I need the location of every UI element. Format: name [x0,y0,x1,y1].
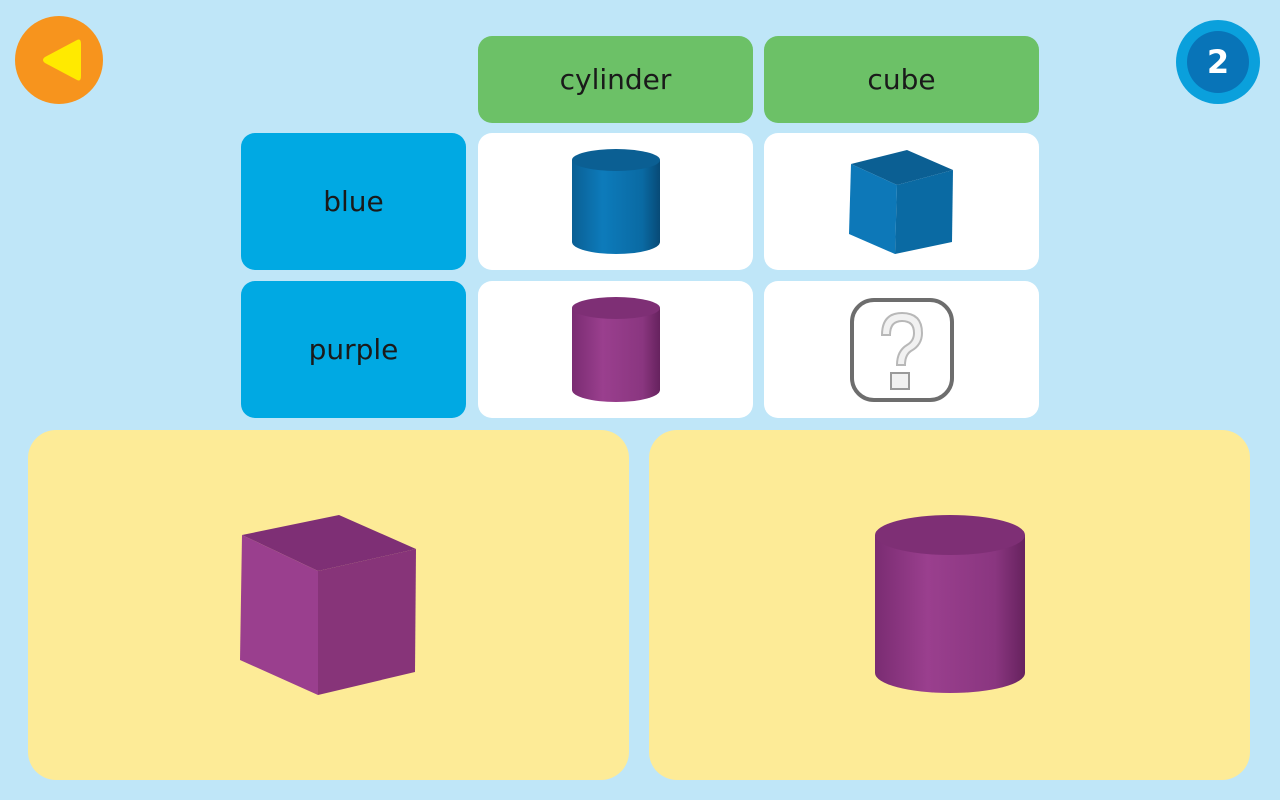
column-header-cube: cube [764,36,1039,123]
blue-cylinder-icon [571,148,660,254]
cell-blue-cylinder [478,133,753,270]
purple-cylinder-icon [874,515,1025,693]
purple-cylinder-icon [571,296,660,402]
level-badge: 2 [1176,20,1260,104]
cell-blue-cube [764,133,1039,270]
row-header-purple: purple [241,281,466,418]
answer-card-purple-cube[interactable] [28,430,629,780]
cell-purple-cylinder [478,281,753,418]
purple-cube-icon [239,515,416,695]
level-progress-ring [1187,31,1249,93]
level-number: 2 [1206,43,1230,81]
back-arrow-icon [43,39,81,81]
row-header-blue: blue [241,133,466,270]
back-button[interactable] [15,16,103,104]
answer-card-purple-cylinder[interactable] [649,430,1250,780]
question-mark-icon [849,297,954,402]
column-header-cylinder: cylinder [478,36,753,123]
cell-unknown [764,281,1039,418]
blue-cube-icon [848,149,953,254]
